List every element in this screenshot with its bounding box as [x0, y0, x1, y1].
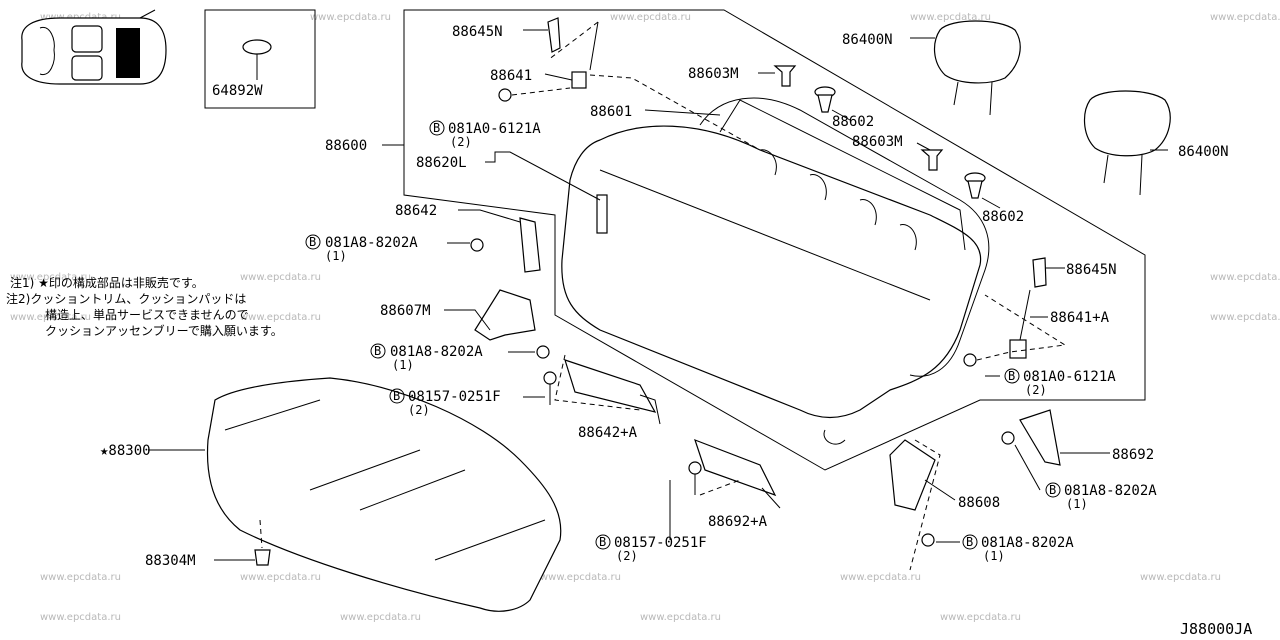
watermark: www.epcdata.ru [940, 612, 1021, 623]
bolt-qty: (1) [392, 358, 414, 372]
label-88601: 88601 [590, 104, 632, 120]
bolt-callout: B 081A0-6121A (2) [1004, 368, 1116, 397]
watermark: www.epcdata.ru [240, 312, 321, 323]
bolt-part-number: 081A0-6121A [448, 121, 541, 137]
watermark: www.epcdata.ru [10, 272, 91, 283]
bolt-marker: B [1049, 483, 1056, 497]
inset-box: 64892W [204, 9, 316, 109]
bolt-callout: B 081A8-8202A (1) [1045, 482, 1157, 511]
label-88607M: 88607M [380, 303, 431, 319]
label-88642A: 88642+A [578, 425, 638, 441]
headrest-upper [934, 20, 1021, 116]
notes: 注1) ★印の構成部品は非販売です。 注2)クッショントリム、クッションパッドは… [6, 275, 283, 338]
label-88608: 88608 [958, 495, 1000, 511]
label-86400N: 86400N [842, 32, 893, 48]
diagram-code: J88000JA [1180, 620, 1252, 638]
watermark: www.epcdata.ru [10, 312, 91, 323]
bolt-qty: (2) [450, 135, 472, 149]
car-topview-icon [21, 9, 167, 85]
bolt-callout: B 08157-0251F (2) [389, 388, 501, 417]
label-88645N: 88645N [452, 24, 503, 40]
bolt-callout: B 081A8-8202A (1) [370, 343, 483, 372]
label-88692: 88692 [1112, 447, 1154, 463]
bolt-qty: (2) [616, 549, 638, 563]
assembly-boundary [403, 9, 1146, 471]
bolt-marker: B [966, 535, 973, 549]
label-88600: 88600 [325, 138, 367, 154]
watermark: www.epcdata.ru [1210, 312, 1280, 323]
label-88642: 88642 [395, 203, 437, 219]
watermark: www.epcdata.ru [610, 12, 691, 23]
label-88602: 88602 [982, 209, 1024, 225]
bolt-part-number: 08157-0251F [408, 389, 501, 405]
seat-cushion [206, 377, 562, 612]
bolt-marker: B [599, 535, 606, 549]
label-88304M: 88304M [145, 553, 196, 569]
label-88641A: 88641+A [1050, 310, 1110, 326]
bolt-callout: B 081A8-8202A (1) [305, 234, 418, 263]
note-line: 注2)クッショントリム、クッションパッドは [6, 291, 246, 306]
bolt-marker: B [433, 121, 440, 135]
watermark: www.epcdata.ru [340, 612, 421, 623]
watermark: www.epcdata.ru [310, 12, 391, 23]
bolt-part-number: 08157-0251F [614, 535, 707, 551]
seat-back [561, 97, 990, 445]
label-88692A: 88692+A [708, 514, 768, 530]
label-88645N: 88645N [1066, 262, 1117, 278]
inset-part-label: 64892W [212, 83, 263, 99]
part-labels: 88645N 88641 88603M 86400N 88602 88601 8… [100, 24, 1229, 569]
bolt-marker: B [393, 389, 400, 403]
label-88620L: 88620L [416, 155, 467, 171]
note-line: クッションアッセンブリーで購入願います。 [45, 323, 283, 338]
bolt-callouts: B 081A0-6121A (2) B 081A8-8202A (1) B 08… [305, 120, 1157, 563]
leader-lines [148, 29, 1168, 561]
label-88641: 88641 [490, 68, 532, 84]
watermark: www.epcdata.ru [240, 572, 321, 583]
label-88300: ★88300 [100, 443, 151, 459]
bolt-qty: (1) [983, 549, 1005, 563]
label-88603M: 88603M [852, 134, 903, 150]
bolt-qty: (2) [1025, 383, 1047, 397]
bolt-callout: B 081A0-6121A (2) [429, 120, 541, 149]
watermark: www.epcdata.ru [640, 612, 721, 623]
bolt-part-number: 081A8-8202A [390, 344, 483, 360]
watermark: www.epcdata.ru [840, 572, 921, 583]
label-88603M: 88603M [688, 66, 739, 82]
label-88602: 88602 [832, 114, 874, 130]
watermark: www.epcdata.ru [240, 272, 321, 283]
bolt-marker: B [1008, 369, 1015, 383]
watermark: www.epcdata.ru [1140, 572, 1221, 583]
bolt-marker: B [309, 235, 316, 249]
bolt-part-number: 081A0-6121A [1023, 369, 1116, 385]
bolt-callout: B 081A8-8202A (1) [962, 534, 1074, 563]
bolt-qty: (2) [408, 403, 430, 417]
bolt-qty: (1) [1066, 497, 1088, 511]
watermark: www.epcdata.ru [910, 12, 991, 23]
note-line: 注1) ★印の構成部品は非販売です。 [10, 275, 204, 290]
bolt-part-number: 081A8-8202A [1064, 483, 1157, 499]
watermark: www.epcdata.ru [1210, 272, 1280, 283]
small-parts [254, 17, 1067, 571]
headrest-lower [1084, 90, 1171, 196]
note-line: 構造上、単品サービスできませんので [45, 308, 249, 322]
bolt-marker: B [374, 344, 381, 358]
watermark: www.epcdata.ru [540, 572, 621, 583]
bolt-callout: B 08157-0251F (2) [595, 534, 707, 563]
bolt-part-number: 081A8-8202A [325, 235, 418, 251]
watermark: www.epcdata.ru [40, 612, 121, 623]
watermark: www.epcdata.ru [40, 572, 121, 583]
watermark: www.epcdata.ru [1210, 12, 1280, 23]
label-86400N: 86400N [1178, 144, 1229, 160]
bolt-part-number: 081A8-8202A [981, 535, 1074, 551]
bolt-qty: (1) [325, 249, 347, 263]
